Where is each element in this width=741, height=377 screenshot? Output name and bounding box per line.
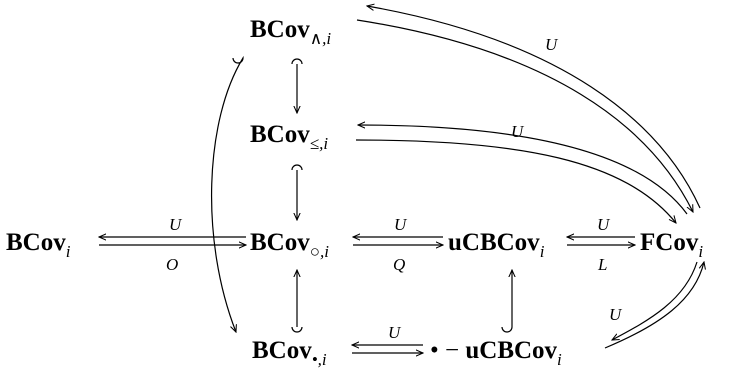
object-fcov: FCovi bbox=[640, 229, 703, 261]
label-u-right: U bbox=[597, 215, 611, 234]
label-u-bottom: U bbox=[388, 323, 402, 342]
hook-arrow-bullet-to-circ bbox=[292, 270, 302, 333]
object-bcov: BCovi bbox=[6, 229, 71, 261]
label-q-center: Q bbox=[393, 255, 405, 274]
hook-arrow-le-to-circ bbox=[292, 164, 302, 220]
label-l-right: L bbox=[597, 255, 607, 274]
arrow-u-fcov-to-le bbox=[358, 125, 688, 215]
hook-arrow-wedge-to-le bbox=[292, 58, 302, 113]
arrow-wedge-to-fcov bbox=[356, 19, 693, 212]
object-bcov-wedge: BCov∧,i bbox=[250, 16, 331, 48]
curved-arrow-wedge-to-bullet bbox=[210, 55, 244, 332]
label-o-left: O bbox=[166, 255, 178, 274]
label-u-mid: U bbox=[511, 122, 525, 141]
label-u-lower-right: U bbox=[609, 305, 623, 324]
object-bcov-circ: BCov○,i bbox=[250, 229, 329, 261]
object-ucbcov: uCBCovi bbox=[448, 229, 545, 261]
object-bcov-bullet: BCov•,i bbox=[252, 337, 327, 369]
label-u-center: U bbox=[394, 215, 408, 234]
label-u-left: U bbox=[169, 215, 183, 234]
arrow-u-fcov-to-bullet-ucbcov bbox=[612, 261, 698, 340]
arrow-bullet-ucbcov-to-fcov bbox=[604, 262, 704, 349]
hook-arrow-bullet-ucbcov-to-ucbcov bbox=[501, 270, 512, 333]
object-bcov-le: BCov≤,i bbox=[250, 121, 328, 153]
arrow-le-to-fcov bbox=[355, 139, 676, 223]
arrow-u-fcov-to-wedge bbox=[367, 6, 701, 209]
object-bullet-ucbcov: • − uCBCovi bbox=[430, 337, 562, 369]
label-u-top: U bbox=[545, 35, 559, 54]
